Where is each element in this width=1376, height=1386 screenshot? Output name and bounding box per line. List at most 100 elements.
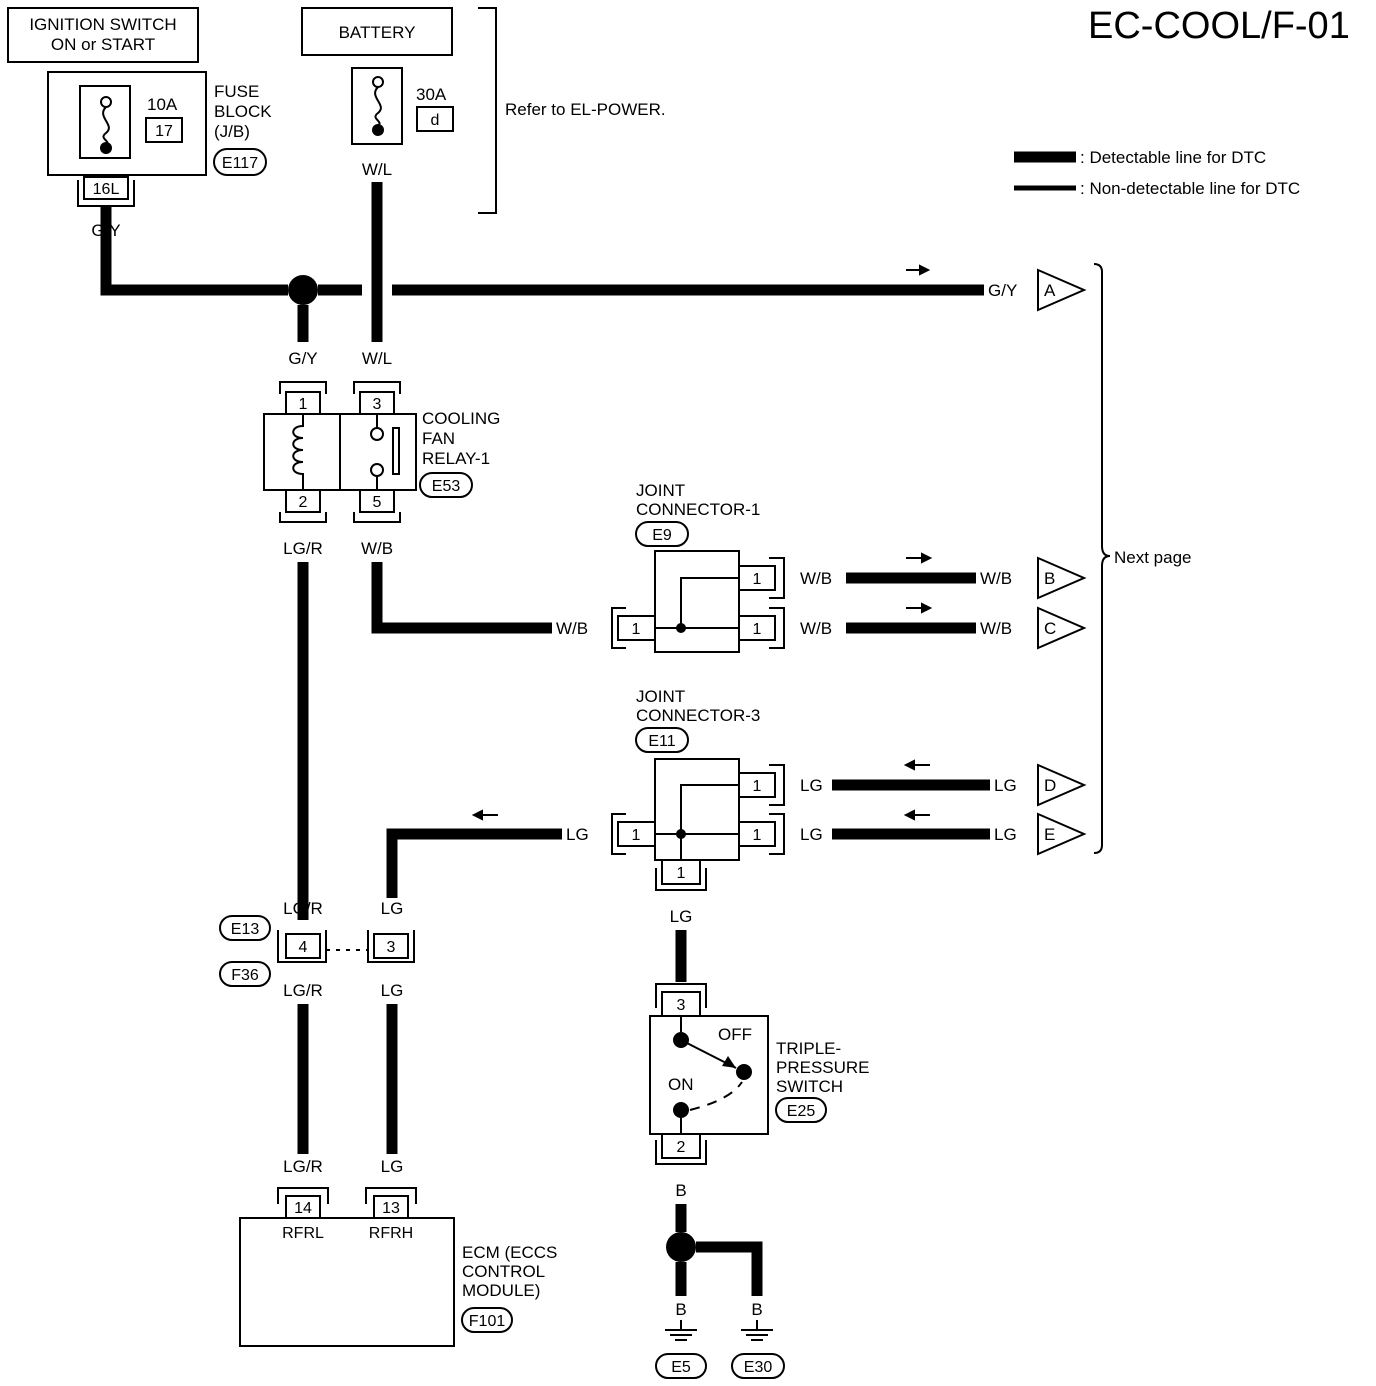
- relay-coil-icon: [292, 414, 304, 490]
- svg-text:RFRL: RFRL: [282, 1225, 324, 1242]
- ground-e5: E5: [655, 1320, 707, 1379]
- wire-label-wb-b-near: W/B: [800, 569, 832, 588]
- flow-arrow-gy: [906, 264, 931, 276]
- wire-label-gy-a: G/Y: [988, 281, 1017, 300]
- page-title: EC-COOL/F-01: [1088, 5, 1350, 47]
- svg-text:CONNECTOR-1: CONNECTOR-1: [636, 500, 760, 519]
- svg-text:3: 3: [373, 396, 382, 413]
- wire-label-lgr-relay: LG/R: [283, 539, 323, 558]
- wire-label-lgr-inline-top: LG/R: [283, 899, 323, 918]
- offpage-a: A: [1037, 268, 1087, 312]
- wire-label-lg-d-far: LG: [994, 776, 1017, 795]
- svg-text:1: 1: [753, 571, 762, 588]
- svg-text:1: 1: [677, 865, 686, 882]
- ignition-switch-line2: ON or START: [51, 35, 155, 54]
- svg-text:ECM (ECCS: ECM (ECCS: [462, 1243, 557, 1262]
- battery-label: BATTERY: [339, 23, 416, 42]
- fuse-bottom-terminal: [100, 142, 112, 154]
- svg-text:1: 1: [753, 827, 762, 844]
- joint-connector-3: JOINT CONNECTOR-3 E11 1 1 1 1: [611, 687, 785, 891]
- svg-text:4: 4: [299, 939, 308, 956]
- svg-text:JOINT: JOINT: [636, 687, 685, 706]
- svg-text:A: A: [1044, 281, 1056, 300]
- fuse-block-line3: (J/B): [214, 122, 250, 141]
- wire-label-lg-e-far: LG: [994, 825, 1017, 844]
- svg-text:PRESSURE: PRESSURE: [776, 1058, 870, 1077]
- svg-text:1: 1: [632, 827, 641, 844]
- fuse-block-line1: FUSE: [214, 82, 259, 101]
- joint-connector-1: JOINT CONNECTOR-1 E9 1 1 1: [611, 481, 785, 653]
- ignition-switch-line1: IGNITION SWITCH: [29, 15, 176, 34]
- relay-contact-bottom: [370, 463, 384, 477]
- svg-text:RELAY-1: RELAY-1: [422, 449, 490, 468]
- svg-text:OFF: OFF: [718, 1025, 752, 1044]
- svg-text:14: 14: [294, 1200, 312, 1217]
- svg-text:C: C: [1044, 619, 1056, 638]
- wire-b-e30: [696, 1241, 763, 1296]
- next-page-text: Next page: [1114, 548, 1192, 567]
- battery: BATTERY: [301, 7, 453, 56]
- legend-detectable-text: : Detectable line for DTC: [1080, 148, 1266, 167]
- svg-text:CONTROL: CONTROL: [462, 1262, 545, 1281]
- wire-label-lg-inline-bottom: LG: [381, 981, 404, 1000]
- triple-pressure-switch: 3 OFF ON 2 TRIPLE- PRESSURE SWITCH E25: [649, 983, 870, 1165]
- svg-text:E: E: [1044, 825, 1055, 844]
- offpage-d: D: [1037, 763, 1087, 807]
- wire-label-b-e5: B: [675, 1300, 686, 1319]
- battery-fuse-amp: 30A: [416, 85, 447, 104]
- wire-label-b-e30: B: [751, 1300, 762, 1319]
- switch-contact-off: [736, 1064, 752, 1080]
- fuse-block: 10A 17 FUSE BLOCK (J/B) E117 16L: [47, 71, 272, 207]
- flow-arrow-lg-d: [903, 759, 930, 771]
- wire-label-lgr-ecm: LG/R: [283, 1157, 323, 1176]
- flow-arrow-wb-c: [906, 602, 933, 614]
- wire-label-lg-inline-top: LG: [381, 899, 404, 918]
- fuse-amp: 10A: [147, 95, 178, 114]
- fuse-icon: [102, 106, 110, 146]
- offpage-b: B: [1037, 556, 1087, 600]
- wire-label-wb-c-near: W/B: [800, 619, 832, 638]
- splice-gy: [288, 275, 318, 305]
- svg-text:ON: ON: [668, 1075, 694, 1094]
- svg-text:5: 5: [373, 494, 382, 511]
- svg-text:13: 13: [382, 1200, 400, 1217]
- fuse-top-terminal: [100, 96, 112, 108]
- svg-text:MODULE): MODULE): [462, 1281, 540, 1300]
- svg-text:2: 2: [677, 1139, 686, 1156]
- wire-label-lg-switch: LG: [670, 907, 693, 926]
- fuse-block-line2: BLOCK: [214, 102, 272, 121]
- wire-label-lg-joint3-in: LG: [566, 825, 589, 844]
- svg-text:E5: E5: [671, 1359, 691, 1376]
- svg-text:RFRH: RFRH: [369, 1225, 413, 1242]
- svg-text:CONNECTOR-3: CONNECTOR-3: [636, 706, 760, 725]
- refer-text: Refer to EL-POWER.: [505, 100, 666, 119]
- wire-label-lgr-inline-bottom: LG/R: [283, 981, 323, 1000]
- svg-text:E11: E11: [648, 733, 675, 750]
- switch-arrow-icon: [722, 1056, 736, 1068]
- wire-lg-to-inline: [386, 828, 562, 892]
- svg-text:1: 1: [753, 621, 762, 638]
- battery-fuse-icon: [374, 86, 382, 127]
- svg-text:SWITCH: SWITCH: [776, 1077, 843, 1096]
- svg-text:2: 2: [299, 494, 308, 511]
- svg-text:E53: E53: [432, 478, 461, 495]
- inline-connector: E13 F36 4 3: [219, 915, 415, 987]
- wire-label-wb-joint1-in: W/B: [556, 619, 588, 638]
- battery-fuse: 30A d: [351, 67, 454, 145]
- wire-gy-fuse: [100, 206, 288, 296]
- next-page-bracket: [1093, 263, 1111, 854]
- fuse-block-connector: E117: [222, 155, 258, 172]
- wire-wb-to-joint1: [371, 562, 552, 634]
- svg-text:JOINT: JOINT: [636, 481, 685, 500]
- svg-text:F101: F101: [469, 1313, 506, 1330]
- svg-text:3: 3: [387, 939, 396, 956]
- wire-label-wl-battery: W/L: [362, 160, 392, 179]
- wire-label-gy-relay: G/Y: [288, 349, 317, 368]
- wire-label-lg-ecm: LG: [381, 1157, 404, 1176]
- svg-text:E30: E30: [744, 1359, 773, 1376]
- fuse-number: 17: [155, 123, 173, 140]
- offpage-c: C: [1037, 606, 1087, 650]
- svg-text:3: 3: [677, 997, 686, 1014]
- wire-label-lg-e-near: LG: [800, 825, 823, 844]
- svg-text:1: 1: [753, 778, 762, 795]
